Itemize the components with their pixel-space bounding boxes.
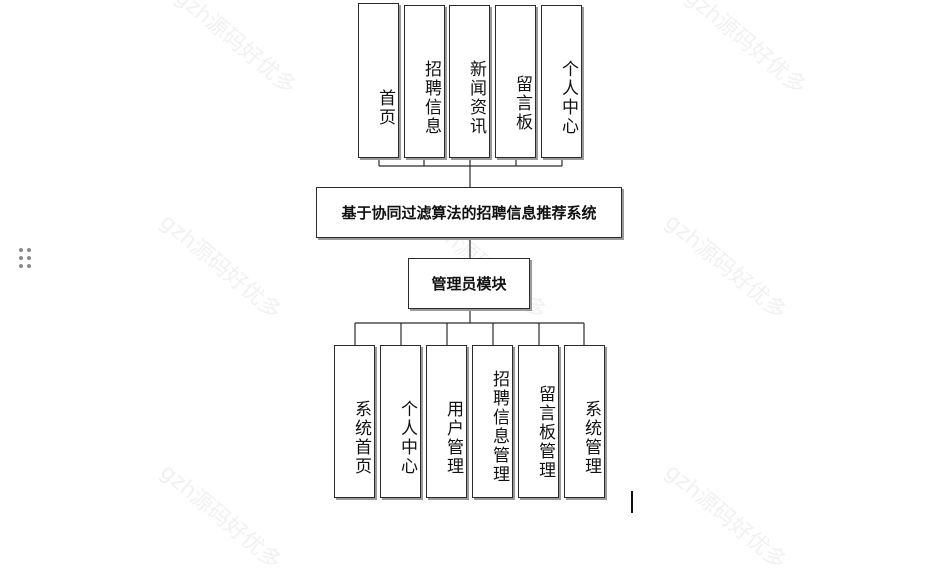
submodule-label: 系统管理 (581, 400, 601, 476)
module-message-board: 留言板 (495, 5, 536, 158)
root-system-box: 基于协同过滤算法的招聘信息推荐系统 (316, 187, 622, 238)
module-user-center: 个人中心 (541, 5, 582, 158)
module-news: 新闻资讯 (449, 5, 490, 158)
submodule-personal-center: 个人中心 (380, 345, 421, 498)
drag-handle-icon[interactable] (19, 248, 33, 270)
module-label: 首页 (375, 89, 395, 127)
module-home: 首页 (358, 3, 399, 158)
admin-module-box: 管理员模块 (408, 258, 530, 309)
submodule-label: 招聘信息管理 (489, 369, 509, 484)
module-label: 留言板 (512, 75, 532, 132)
submodule-message-management: 留言板管理 (518, 345, 559, 498)
submodule-label: 留言板管理 (535, 384, 555, 480)
module-label: 招聘信息 (421, 60, 441, 136)
submodule-label: 系统首页 (351, 400, 371, 476)
submodule-user-management: 用户管理 (426, 345, 467, 498)
submodule-dashboard: 系统首页 (334, 345, 375, 498)
module-label: 个人中心 (558, 60, 578, 136)
text-cursor (631, 491, 633, 513)
submodule-label: 个人中心 (397, 400, 417, 476)
module-label: 新闻资讯 (466, 60, 486, 136)
root-system-label: 基于协同过滤算法的招聘信息推荐系统 (341, 204, 597, 222)
submodule-system-management: 系统管理 (564, 345, 605, 498)
admin-module-label: 管理员模块 (431, 275, 507, 293)
submodule-label: 用户管理 (443, 400, 463, 476)
module-jobs: 招聘信息 (404, 5, 445, 158)
submodule-job-management: 招聘信息管理 (472, 345, 513, 498)
connector-lines (354, 158, 585, 345)
